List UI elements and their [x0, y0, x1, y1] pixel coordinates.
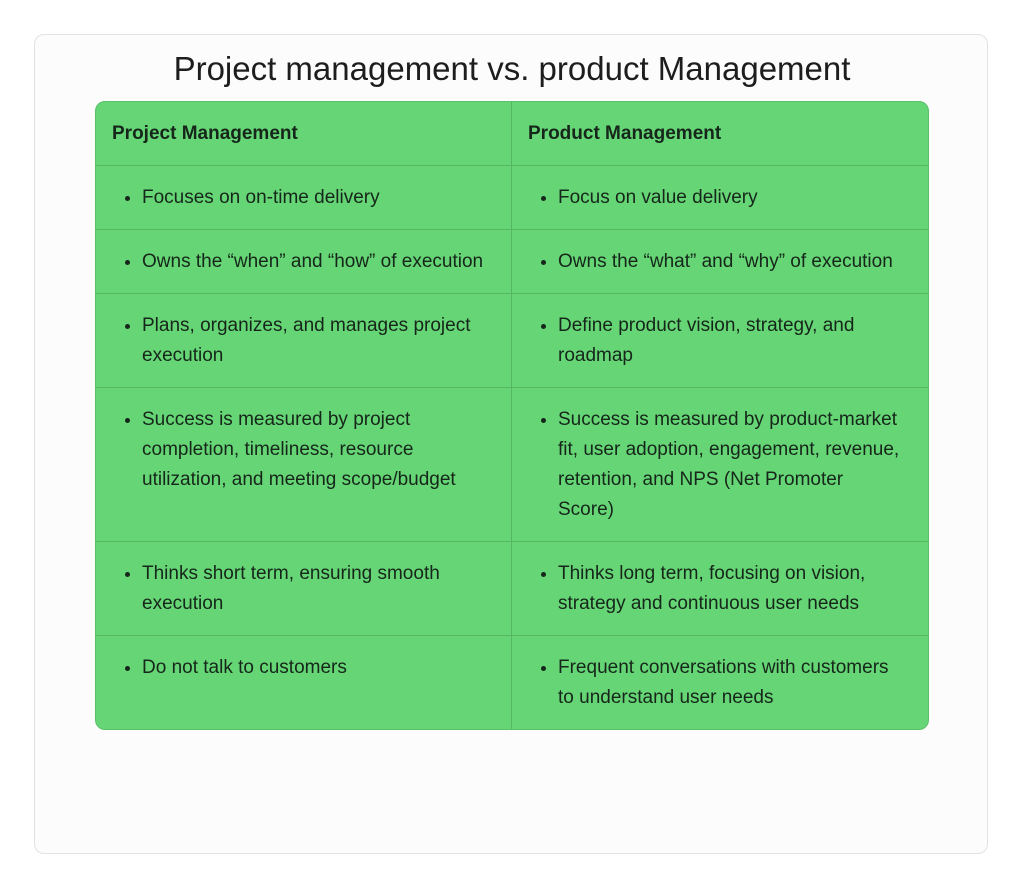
list-item: Focuses on on-time delivery [142, 183, 487, 213]
header-project-management: Project Management [96, 102, 512, 166]
table-row: Plans, organizes, and manages project ex… [96, 294, 928, 388]
project-cell: Success is measured by project completio… [96, 388, 512, 542]
list-item: Owns the “what” and “why” of execution [558, 247, 904, 277]
list-item: Frequent conversations with customers to… [558, 653, 904, 713]
table-row: Owns the “when” and “how” of execution Ow… [96, 230, 928, 294]
table-row: Focuses on on-time delivery Focus on valu… [96, 166, 928, 230]
list-item: Thinks long term, focusing on vision, st… [558, 559, 904, 619]
page-title: Project management vs. product Managemen… [173, 50, 851, 87]
project-cell: Plans, organizes, and manages project ex… [96, 294, 512, 388]
list-item: Plans, organizes, and manages project ex… [142, 311, 487, 371]
table-row: Thinks short term, ensuring smooth execu… [96, 542, 928, 636]
project-cell: Do not talk to customers [96, 636, 512, 729]
table-header-row: Project Management Product Management [96, 102, 928, 166]
product-cell: Frequent conversations with customers to… [512, 636, 928, 729]
table-row: Do not talk to customers Frequent convers… [96, 636, 928, 729]
list-item: Do not talk to customers [142, 653, 487, 683]
header-product-management: Product Management [512, 102, 928, 166]
product-cell: Success is measured by product-market fi… [512, 388, 928, 542]
product-cell: Thinks long term, focusing on vision, st… [512, 542, 928, 636]
product-cell: Owns the “what” and “why” of execution [512, 230, 928, 294]
list-item: Success is measured by product-market fi… [558, 405, 904, 525]
project-cell: Thinks short term, ensuring smooth execu… [96, 542, 512, 636]
list-item: Success is measured by project completio… [142, 405, 487, 495]
list-item: Define product vision, strategy, and roa… [558, 311, 904, 371]
product-cell: Define product vision, strategy, and roa… [512, 294, 928, 388]
product-cell: Focus on value delivery [512, 166, 928, 230]
project-cell: Focuses on on-time delivery [96, 166, 512, 230]
list-item: Owns the “when” and “how” of execution [142, 247, 487, 277]
list-item: Thinks short term, ensuring smooth execu… [142, 559, 487, 619]
table-row: Success is measured by project completio… [96, 388, 928, 542]
comparison-table: Project Management Product Management Fo… [95, 101, 929, 730]
list-item: Focus on value delivery [558, 183, 904, 213]
project-cell: Owns the “when” and “how” of execution [96, 230, 512, 294]
